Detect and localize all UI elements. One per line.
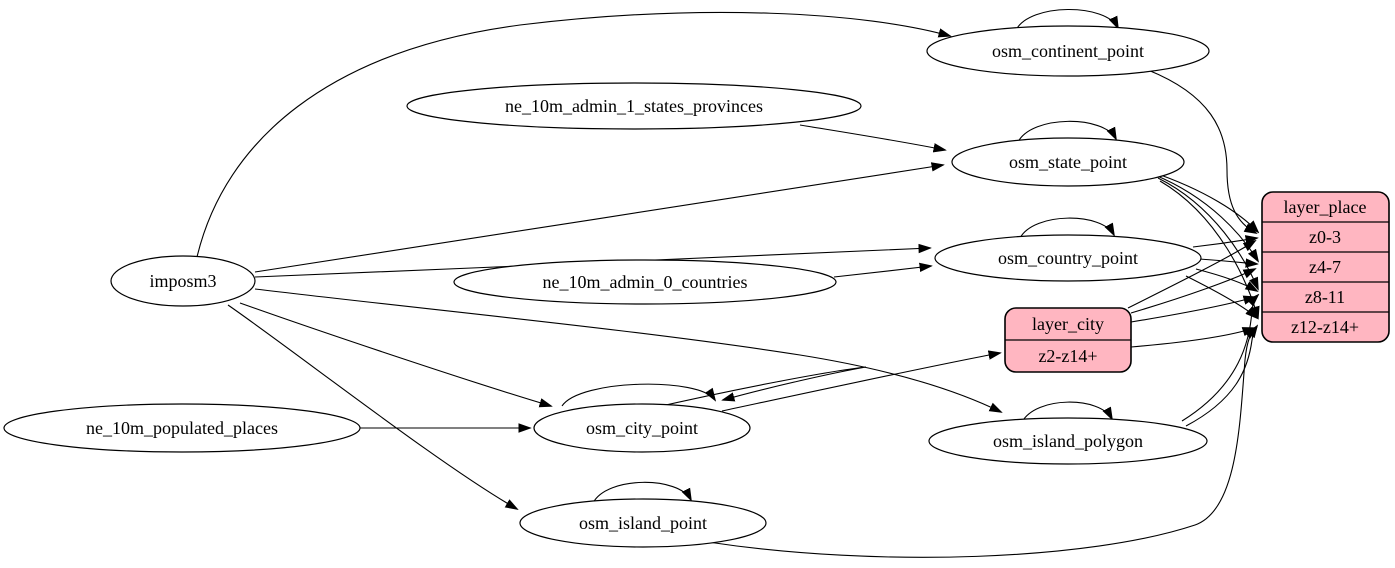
record-row-layer_place-z4-7: z4-7 (1309, 257, 1341, 277)
edge-osm_state_point-self (1017, 120, 1116, 143)
edge-osm_country_point-layer_place-z8-11 (1195, 268, 1257, 291)
node-label-ne_10m_admin_0_countries: ne_10m_admin_0_countries (543, 272, 748, 292)
record-row-layer_place-z8-11: z8-11 (1305, 287, 1345, 307)
edge-layer_city-layer_place-z0-3 (1127, 241, 1255, 309)
edge-imposm3-osm_continent_point (196, 11, 950, 258)
edge-osm_state_point-layer_place-z0-3 (1151, 171, 1258, 232)
edge-osm_island_point-self (592, 481, 691, 504)
edge-osm_city_point-self (561, 383, 715, 407)
edge-osm_country_point-self (1019, 217, 1114, 239)
node-osm_island_polygon: osm_island_polygon (928, 417, 1208, 465)
edge-imposm3-osm_island_point (227, 304, 517, 509)
edge-imposm3-osm_city_point (239, 302, 551, 406)
node-imposm3: imposm3 (110, 255, 256, 307)
edge-layer_city-layer_place-z8-11 (1130, 297, 1255, 323)
edge-osm_continent_point-self (1015, 8, 1118, 31)
edge-osm_island_polygon-layer_place-z8-11 (1181, 295, 1258, 422)
edge-osm_continent_point-layer_place-z0-3 (1147, 69, 1256, 233)
node-label-osm_island_polygon: osm_island_polygon (993, 431, 1143, 451)
record-row-layer_city-z2-z14: z2-z14+ (1038, 346, 1097, 366)
record-row-layer_place-z12-z14: z12-z14+ (1291, 317, 1359, 337)
edge-osm_country_point-layer_place-z12-z14 (1185, 275, 1257, 318)
node-label-osm_island_point: osm_island_point (579, 513, 707, 533)
node-label-osm_country_point: osm_country_point (998, 248, 1138, 268)
edge-layer_city-layer_place-z12-z14 (1130, 328, 1254, 348)
record-layer_city: layer_city z2-z14+ (1004, 307, 1132, 373)
edge-ne_10m_admin_0_countries-osm_country_point (833, 266, 931, 278)
edges-layer (196, 8, 1258, 558)
node-ne_10m_admin_0_countries: ne_10m_admin_0_countries (453, 259, 837, 305)
node-osm_city_point: osm_city_point (533, 403, 751, 453)
record-layer_place: layer_place z0-3 z4-7 z8-11 z12-z14+ (1261, 191, 1390, 343)
record-title-layer_place: layer_place (1284, 197, 1367, 217)
edge-osm_country_point-layer_place-z0-3 (1192, 238, 1257, 248)
edge-osm_island_point-layer_place-z12-z14 (707, 328, 1256, 558)
node-label-ne_10m_admin_1_states_provinces: ne_10m_admin_1_states_provinces (505, 96, 763, 116)
edge-osm_island_polygon-self (1021, 401, 1112, 423)
edge-ne_10m_admin_1_states_provinces-osm_state_point (799, 124, 945, 150)
node-osm_country_point: osm_country_point (934, 234, 1202, 282)
record-row-layer_place-z0-3: z0-3 (1309, 227, 1341, 247)
edge-layer_city-layer_place-z4-7 (1130, 269, 1255, 314)
edge-imposm3-osm_island_polygon (254, 288, 1001, 412)
edge-osm_state_point-layer_place-z4-7 (1154, 174, 1258, 261)
node-label-ne_10m_populated_places: ne_10m_populated_places (86, 418, 278, 438)
node-osm_state_point: osm_state_point (951, 137, 1185, 187)
edge-imposm3-osm_state_point (254, 165, 943, 273)
node-label-osm_city_point: osm_city_point (586, 418, 698, 438)
record-title-layer_city: layer_city (1032, 314, 1104, 334)
node-osm_continent_point: osm_continent_point (926, 25, 1210, 77)
node-ne_10m_populated_places: ne_10m_populated_places (3, 403, 361, 453)
node-label-osm_state_point: osm_state_point (1009, 152, 1127, 172)
node-label-imposm3: imposm3 (149, 271, 216, 291)
edge-osm_country_point-layer_place-z4-7 (1198, 259, 1257, 264)
node-osm_island_point: osm_island_point (519, 498, 767, 548)
node-label-osm_continent_point: osm_continent_point (992, 41, 1144, 61)
edge-osm_city_point-layer_city-z2-z14 (721, 353, 1000, 412)
node-ne_10m_admin_1_states_provinces: ne_10m_admin_1_states_provinces (406, 82, 862, 130)
edge-osm_city_point-self-wide (647, 366, 867, 410)
